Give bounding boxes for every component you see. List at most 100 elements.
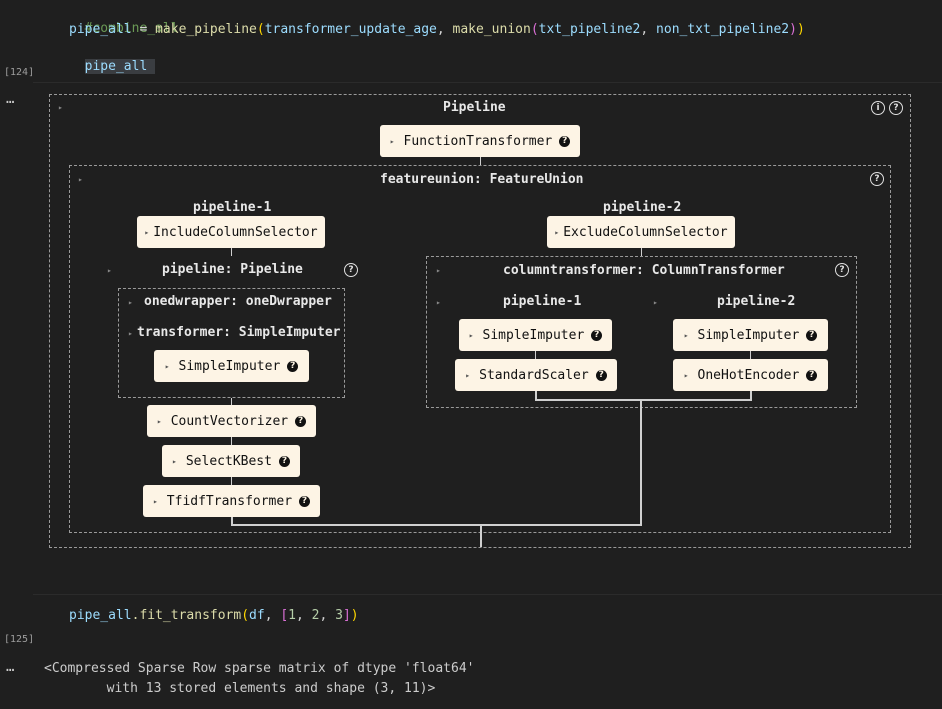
comment-text: #combine_all	[84, 21, 179, 36]
left-pipeline-title[interactable]: pipeline-1	[193, 200, 272, 215]
standard-scaler-box[interactable]: ▸ StandardScaler ?	[455, 359, 617, 391]
code-cell-1[interactable]	[33, 0, 942, 83]
fn-token: make_pipeline	[155, 22, 257, 37]
columntransformer-label[interactable]: columntransformer: ColumnTransformer	[503, 263, 785, 278]
display-var: pipe_all	[84, 59, 148, 74]
output-menu-icon[interactable]: …	[6, 91, 15, 107]
help-icon[interactable]: ?	[344, 263, 358, 277]
estimator-label: SimpleImputer	[482, 327, 585, 343]
connector-line	[231, 524, 642, 526]
arg-token: txt_pipeline2	[538, 22, 641, 37]
onedwrapper-label[interactable]: onedwrapper: oneDwrapper	[144, 294, 332, 309]
comma-token: ,	[640, 22, 657, 37]
ct-simple-imputer-2-box[interactable]: ▸ SimpleImputer ?	[673, 319, 828, 351]
expand-arrow-icon[interactable]: ▸	[653, 298, 658, 307]
output-menu-icon[interactable]: …	[6, 659, 15, 675]
connector-line	[231, 248, 232, 256]
num-token: 1	[288, 608, 296, 623]
expand-arrow-icon: ▸	[683, 370, 689, 380]
code-cell-2[interactable]	[33, 594, 942, 650]
var-token: pipe_all	[69, 608, 132, 623]
estimator-label: SelectKBest	[185, 453, 272, 469]
estimator-label: FunctionTransformer	[403, 133, 553, 149]
help-icon[interactable]: ?	[806, 369, 818, 381]
code-line-fit[interactable]: pipe_all.fit_transform(df, [1, 2, 3])	[69, 607, 359, 625]
transformer-label[interactable]: transformer: SimpleImputer	[137, 325, 341, 340]
help-icon[interactable]: ?	[278, 455, 290, 467]
estimator-label: IncludeColumnSelector	[153, 224, 318, 240]
pipeline-title[interactable]: Pipeline	[443, 100, 506, 115]
expand-arrow-icon: ▸	[164, 361, 170, 371]
simple-imputer-box[interactable]: ▸ SimpleImputer ?	[154, 350, 309, 382]
cursor-space	[147, 59, 156, 74]
connector-line	[480, 525, 482, 547]
expand-arrow-icon[interactable]: ▸	[128, 329, 133, 338]
help-icon[interactable]: ?	[295, 415, 307, 427]
help-icon[interactable]: ?	[835, 263, 849, 277]
expand-arrow-icon: ▸	[144, 227, 150, 237]
comma-token: ,	[436, 22, 453, 37]
ct-simple-imputer-1-box[interactable]: ▸ SimpleImputer ?	[459, 319, 612, 351]
help-icon[interactable]: ?	[595, 369, 607, 381]
help-icon[interactable]: ?	[870, 172, 884, 186]
help-icon[interactable]: ?	[889, 101, 903, 115]
comma-token: ,	[319, 608, 336, 623]
code-line-comment[interactable]: #combine_all	[69, 2, 179, 38]
info-icon[interactable]: i	[871, 101, 885, 115]
output-text-line-2: with 13 stored elements and shape (3, 11…	[44, 681, 436, 696]
ct-pipeline-1-title[interactable]: pipeline-1	[503, 294, 582, 309]
featureunion-label[interactable]: featureunion: FeatureUnion	[380, 172, 584, 187]
code-line-display[interactable]: pipe_all	[69, 40, 156, 76]
function-transformer-box[interactable]: ▸ FunctionTransformer ?	[380, 125, 580, 157]
help-icon[interactable]: ?	[806, 329, 818, 341]
tfidf-transformer-box[interactable]: ▸ TfidfTransformer ?	[143, 485, 320, 517]
sub-pipeline-label[interactable]: pipeline: Pipeline	[162, 262, 303, 277]
help-icon[interactable]: ?	[299, 495, 311, 507]
arg-token: df	[249, 608, 265, 623]
expand-arrow-icon: ▸	[152, 496, 158, 506]
connector-line	[640, 400, 642, 526]
onedwrapper-box	[118, 288, 345, 398]
num-token: 3	[335, 608, 343, 623]
select-kbest-box[interactable]: ▸ SelectKBest ?	[162, 445, 300, 477]
connector-line	[750, 391, 752, 400]
paren-token: (	[256, 22, 265, 37]
eq-token: =	[131, 22, 156, 37]
expand-arrow-icon: ▸	[465, 370, 471, 380]
featureunion-label-text: featureunion: FeatureUnion	[380, 172, 584, 187]
expand-arrow-icon[interactable]: ▸	[58, 103, 63, 112]
paren-token: )	[350, 608, 359, 623]
code-line-assign[interactable]: pipe_all = make_pipeline(transformer_upd…	[69, 21, 805, 39]
paren-token: (	[241, 608, 250, 623]
expand-arrow-icon: ▸	[172, 456, 177, 466]
count-vectorizer-box[interactable]: ▸ CountVectorizer ?	[147, 405, 316, 437]
num-token: 2	[311, 608, 320, 623]
paren-token: )	[796, 22, 805, 37]
expand-arrow-icon[interactable]: ▸	[107, 266, 112, 275]
expand-arrow-icon: ▸	[389, 136, 395, 146]
method-token: .fit_transform	[131, 608, 242, 623]
estimator-label: TfidfTransformer	[166, 493, 293, 509]
connector-line	[535, 399, 752, 401]
ct-pipeline-2-title[interactable]: pipeline-2	[717, 294, 796, 309]
help-icon[interactable]: ?	[287, 360, 299, 372]
connector-line	[231, 437, 232, 445]
estimator-label: SimpleImputer	[178, 358, 281, 374]
include-column-selector-box[interactable]: ▸ IncludeColumnSelector	[137, 216, 325, 248]
help-icon[interactable]: ?	[559, 135, 571, 147]
help-icon[interactable]: ?	[591, 329, 603, 341]
expand-arrow-icon[interactable]: ▸	[436, 298, 441, 307]
connector-line	[231, 477, 232, 485]
one-hot-encoder-box[interactable]: ▸ OneHotEncoder ?	[673, 359, 828, 391]
expand-arrow-icon: ▸	[554, 227, 560, 237]
arg-token: transformer_update_age	[264, 22, 437, 37]
expand-arrow-icon: ▸	[468, 330, 474, 340]
expand-arrow-icon: ▸	[683, 330, 689, 340]
expand-arrow-icon[interactable]: ▸	[78, 175, 83, 184]
right-pipeline-title[interactable]: pipeline-2	[603, 200, 682, 215]
expand-arrow-icon[interactable]: ▸	[436, 266, 441, 275]
expand-arrow-icon[interactable]: ▸	[128, 298, 133, 307]
execution-count: [124]	[4, 67, 35, 78]
exclude-column-selector-box[interactable]: ▸ ExcludeColumnSelector	[547, 216, 735, 248]
estimator-label: StandardScaler	[479, 367, 589, 383]
